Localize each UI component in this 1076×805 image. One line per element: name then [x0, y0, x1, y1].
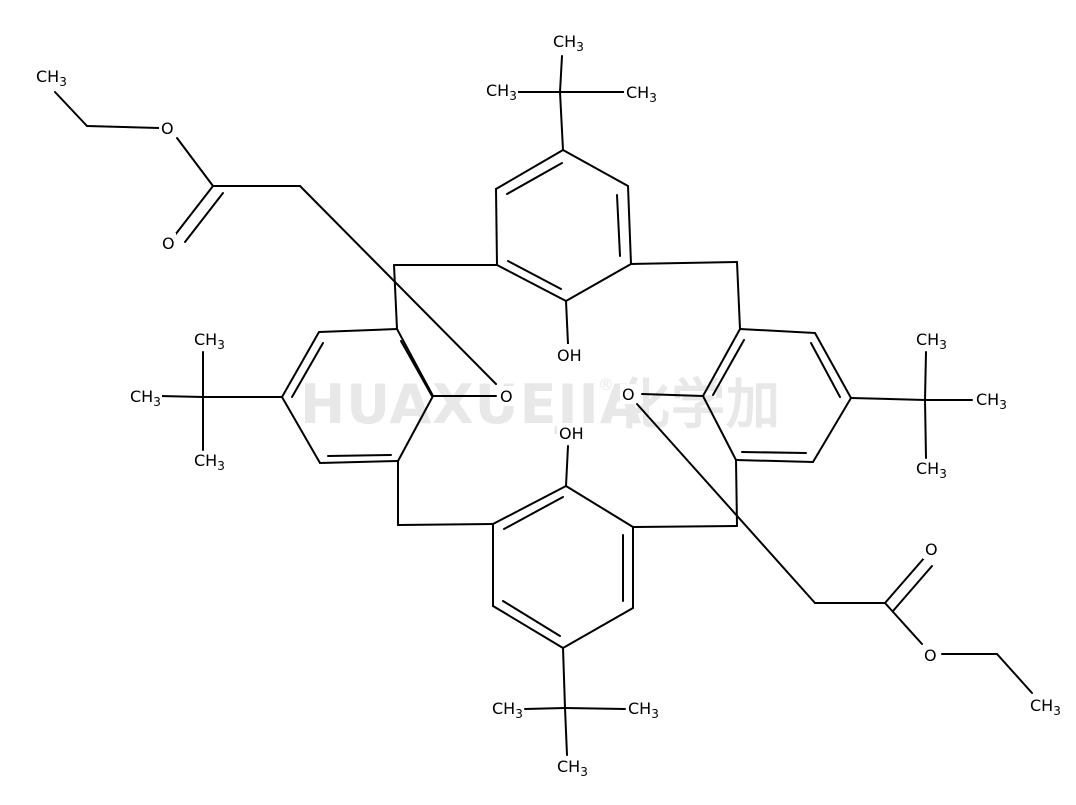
atom-ch3-left-2: CH3: [128, 386, 162, 410]
svg-text:CH3: CH3: [486, 81, 517, 103]
watermark-chinese: 化学加: [616, 373, 781, 436]
atom-o-ester-lower: O: [922, 645, 938, 665]
svg-text:CH3: CH3: [194, 330, 225, 352]
svg-text:O: O: [924, 646, 937, 665]
atom-o-carbonyl-lower: O: [923, 539, 939, 559]
atom-ch3-left-3: CH3: [194, 451, 225, 473]
svg-text:OH: OH: [557, 346, 582, 365]
atom-ch3-top-3: CH3: [624, 82, 658, 106]
atom-ch3-bottom-3: CH3: [557, 757, 588, 779]
atom-ch3-top-2: CH3: [484, 80, 518, 104]
svg-text:CH3: CH3: [976, 390, 1007, 412]
svg-text:O: O: [500, 387, 513, 406]
svg-text:O: O: [161, 119, 174, 138]
atom-ch3-ethyl-lower: CH3: [1030, 696, 1061, 718]
atom-oh-lower: OH: [557, 423, 585, 445]
atom-ch3-top-1: CH3: [553, 32, 584, 54]
svg-text:CH3: CH3: [194, 451, 225, 473]
tbutyl-bottom: [524, 647, 626, 756]
atom-o-ether-right: O: [620, 384, 636, 404]
svg-text:CH3: CH3: [628, 699, 659, 721]
ester-arm-lower-right: [636, 403, 1033, 694]
ring-right: [702, 328, 852, 463]
atom-ch3-ethyl-upper: CH3: [36, 67, 67, 89]
atom-ch3-left-1: CH3: [194, 330, 225, 352]
svg-text:CH3: CH3: [557, 757, 588, 779]
svg-text:CH3: CH3: [626, 83, 657, 105]
atom-o-ester-upper: O: [159, 118, 175, 138]
svg-text:CH3: CH3: [130, 387, 161, 409]
svg-text:CH3: CH3: [492, 699, 523, 721]
svg-text:O: O: [622, 385, 635, 404]
atom-ch3-bottom-1: CH3: [490, 698, 524, 722]
methylene-bridges: [393, 261, 741, 528]
watermark-latin: HUAXUEJIA: [300, 373, 643, 436]
ester-arm-upper-left: [54, 91, 497, 385]
svg-text:CH3: CH3: [916, 330, 947, 352]
tbutyl-left: [159, 351, 283, 451]
svg-text:O: O: [162, 234, 175, 253]
atom-o-ether-left: O: [498, 386, 514, 406]
tbutyl-right: [850, 351, 973, 459]
atom-labels: CH3 O O CH3 CH3 CH3 CH3 CH3: [36, 32, 1061, 779]
atom-ch3-right-3: CH3: [916, 459, 947, 481]
atom-o-carbonyl-upper: O: [160, 233, 176, 253]
atom-oh-upper: OH: [555, 344, 583, 366]
svg-text:CH3: CH3: [553, 32, 584, 54]
watermark-registered-mark: ®: [598, 375, 614, 394]
atom-ch3-bottom-2: CH3: [626, 698, 660, 722]
bonds: [54, 55, 1033, 756]
atom-ch3-right-1: CH3: [916, 330, 947, 352]
svg-text:O: O: [925, 540, 938, 559]
svg-text:CH3: CH3: [36, 67, 67, 89]
atom-ch3-right-2: CH3: [974, 389, 1008, 413]
tbutyl-top: [516, 55, 626, 151]
svg-text:CH3: CH3: [916, 459, 947, 481]
ring-bottom: [492, 485, 634, 649]
svg-text:OH: OH: [559, 424, 584, 443]
watermark: HUAXUEJIA ® 化学加: [300, 373, 781, 436]
ring-top: [495, 149, 632, 302]
ring-left: [281, 328, 434, 464]
svg-text:CH3: CH3: [1030, 696, 1061, 718]
